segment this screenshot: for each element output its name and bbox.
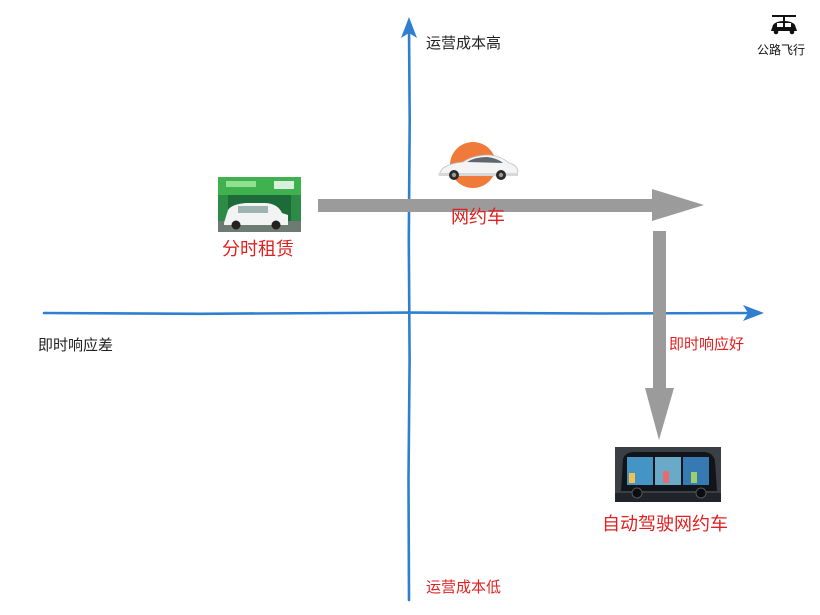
item-label-time-share: 分时租赁 (222, 239, 294, 260)
item-label-autonomous: 自动驾驶网约车 (602, 514, 728, 535)
axis-label-cost-low: 运营成本低 (426, 578, 502, 596)
horizontal-axis (42, 305, 764, 321)
green-station-photo (218, 177, 301, 232)
sedan-on-orange-badge (437, 141, 521, 189)
autonomous-shuttle-photo (615, 447, 721, 502)
axis-label-response-poor: 即时响应差 (38, 336, 114, 354)
vertical-axis (401, 17, 417, 602)
axis-label-cost-high: 运营成本高 (426, 34, 502, 52)
item-label-ride-hailing: 网约车 (451, 207, 505, 228)
flying-car-label: 公路飞行 (757, 43, 806, 57)
horizontal-axis-arrowhead (743, 305, 764, 321)
flow-arrow-right (318, 189, 704, 221)
flow-arrow-down (645, 231, 674, 440)
vertical-axis-arrowhead (401, 17, 417, 38)
flying-car-icon (767, 13, 801, 35)
axis-label-response-good: 即时响应好 (669, 335, 745, 353)
